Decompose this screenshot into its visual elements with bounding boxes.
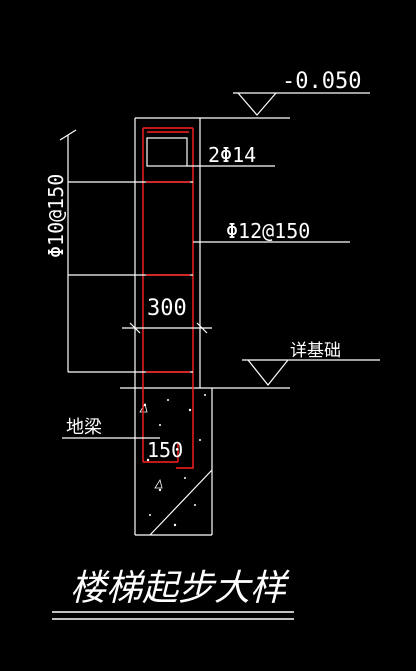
stirrup-ticks (146, 181, 190, 373)
depth-label: 150 (147, 438, 183, 462)
stirrups-label: Φ10@150 (44, 174, 68, 258)
foundation-block (120, 387, 290, 536)
rebar-cage (142, 127, 194, 469)
title-underline (52, 611, 294, 620)
drawing-title: 楼梯起步大样 (70, 568, 290, 609)
top-bar-box (146, 137, 188, 167)
foundation-ref-marker (242, 359, 380, 386)
top-bars-label: 2Φ14 (208, 143, 256, 167)
elevation-marker (200, 92, 370, 119)
ground-beam-label: 地梁 (66, 417, 102, 438)
elevation-label: -0.050 (282, 69, 361, 94)
wall-outline (134, 117, 201, 388)
foundation-ref-label: 详基础 (290, 341, 341, 361)
width-dimension (122, 322, 212, 334)
width-label: 300 (147, 296, 187, 321)
vertical-bars-label: Φ12@150 (226, 219, 310, 243)
